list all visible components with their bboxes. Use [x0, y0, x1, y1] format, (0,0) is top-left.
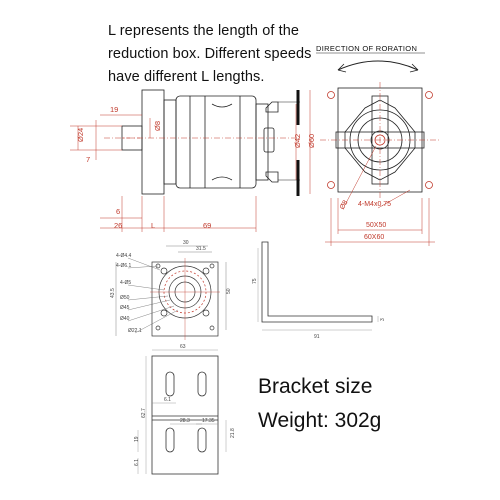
weight-label: Weight: 302g [258, 409, 382, 432]
bs-t: 3 [380, 318, 386, 321]
label-7: 7 [86, 155, 90, 164]
label-d24: Ø24 [76, 128, 85, 142]
bt-d40: Ø40 [120, 316, 130, 322]
bt-d45: Ø45 [120, 305, 130, 311]
bracket-side-labels: 75 91 3 [252, 278, 386, 340]
bt-top-dim: 30 [183, 240, 189, 246]
bracket-side-view [257, 241, 379, 331]
face-label-square: 60X60 [364, 234, 384, 241]
motor-side-labels: Ø24 7 19 Ø8 6 26 L 69 Ø42 Ø60 [76, 105, 316, 230]
note-line-1: L represents the length of the [108, 23, 300, 39]
bracket-front-view [137, 349, 227, 475]
face-label-pitch: 50X50 [366, 222, 386, 229]
label-69: 69 [203, 221, 211, 230]
rotation-title: DIRECTION OF RORATION [316, 44, 417, 53]
label-d8: Ø8 [153, 121, 162, 131]
motor-body [175, 95, 257, 189]
bf-g: 6.1 [134, 459, 140, 466]
bracket-l-profile [261, 241, 373, 323]
bt-side1: 43.5 [110, 288, 116, 298]
bracket-size-label: Bracket size [258, 375, 373, 398]
label-L: L [151, 221, 155, 230]
bt-side2: 50 [226, 288, 232, 294]
note-line-2: reduction box. Different speeds [108, 46, 312, 62]
note-line-3: have different L lengths. [108, 69, 265, 85]
bracket-top-view [115, 245, 227, 340]
label-d42: Ø42 [293, 134, 302, 148]
label-26: 26 [114, 221, 122, 230]
gearbox-flange [141, 89, 165, 195]
motor-face-view: DIRECTION OF RORATION [316, 44, 440, 246]
label-6: 6 [116, 207, 120, 216]
face-label-d8: Ø8 [339, 199, 350, 211]
bf-b: 28.3 [180, 418, 190, 424]
motor-side-view [70, 89, 311, 232]
bracket-front-plate [151, 355, 219, 475]
bracket-front-labels: 63 6.1 28.3 17.35 21.8 62.7 19 6.1 [134, 344, 236, 466]
bt-d22: Ø22.1 [128, 328, 142, 334]
motor-face-labels: Ø8 4-M4x0.75 50X50 60X60 [339, 199, 391, 241]
rotation-arrow [337, 60, 419, 71]
bt-d50: Ø50 [120, 295, 130, 301]
bracket-top-labels: 30 31.5 4-Ø4.4 4-Ø6.1 4-Ø5 Ø50 Ø45 Ø40 Ø… [110, 240, 232, 334]
label-d60: Ø60 [307, 134, 316, 148]
label-19: 19 [110, 105, 118, 114]
bf-f: 19 [134, 436, 140, 442]
bs-w: 91 [314, 334, 320, 340]
bf-d: 21.8 [230, 428, 236, 438]
bs-h: 75 [252, 278, 258, 284]
bt-top-dim2: 31.5 [196, 246, 206, 252]
bf-e: 62.7 [141, 408, 147, 418]
bt-hole1: 4-Ø4.4 [116, 253, 132, 259]
face-label-screw: 4-M4x0.75 [358, 201, 391, 208]
bf-w: 63 [180, 344, 186, 350]
bt-hole2: 4-Ø6.1 [116, 263, 132, 269]
bf-a: 6.1 [164, 397, 171, 403]
bt-hole3: 4-Ø5 [120, 280, 131, 286]
description-note: L represents the length of the reduction… [108, 20, 312, 89]
bf-c: 17.35 [202, 418, 215, 424]
